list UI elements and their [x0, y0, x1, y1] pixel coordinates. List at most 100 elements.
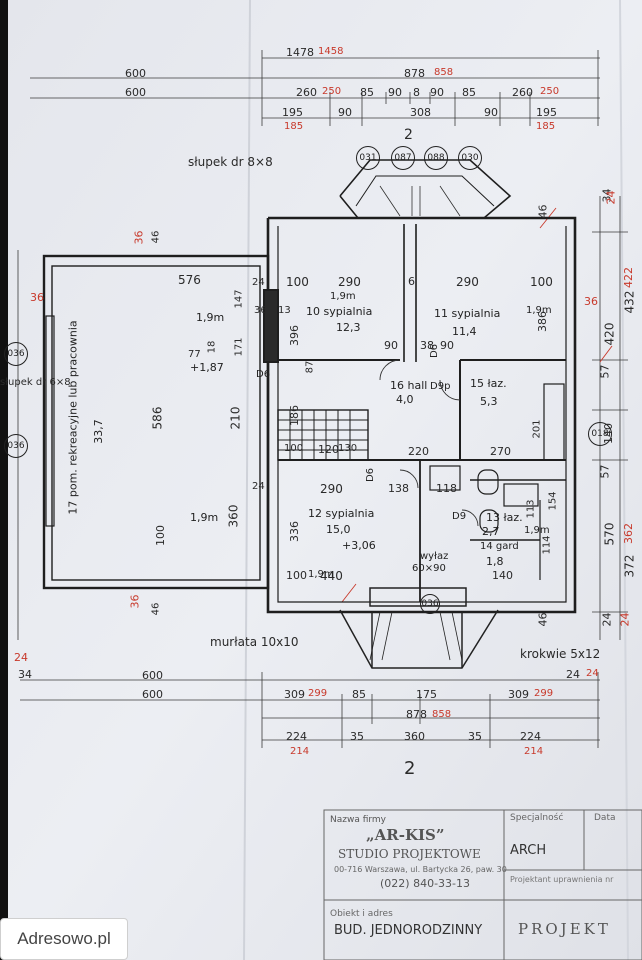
dim-858-top-red: 858: [434, 67, 454, 78]
tb-projekt: PROJEKT: [518, 920, 611, 938]
tb-studio: STUDIO PROJEKTOWE: [338, 847, 481, 861]
dim-bottom-309-right: 309: [508, 688, 529, 701]
room-10-name: 10 sypialnia: [306, 305, 373, 318]
dim-154: 154: [547, 491, 559, 511]
tb-date-label: Data: [594, 813, 616, 823]
dim-396: 396: [288, 325, 301, 346]
dim-bottom-299-right-red: 299: [534, 688, 554, 699]
dim-118: 118: [436, 482, 457, 495]
dim-right-140: 140: [602, 423, 615, 444]
dim-right-46: 46: [536, 204, 550, 219]
room-16-area: 4,0: [396, 393, 414, 406]
dim-600-a: 600: [125, 67, 146, 80]
level-label-2: +3,06: [342, 539, 376, 552]
dim-90-hall-right: 90: [440, 339, 454, 352]
dim-24-mid: 24: [252, 481, 265, 492]
dim-130: 130: [338, 443, 358, 454]
dim-bottom-214-right-red: 214: [524, 746, 544, 757]
dim-440: 440: [320, 569, 343, 583]
dim-90-left: 90: [388, 86, 402, 99]
dim-right-46-b: 46: [536, 612, 550, 627]
dim-right-57-a: 57: [598, 364, 612, 379]
dim-46-bottom: 46: [150, 602, 162, 616]
murlata-label: murłata 10x10: [210, 635, 299, 649]
tb-address: 00-716 Warszawa, ul. Bartycka 26, paw. 3…: [334, 865, 507, 874]
dim-114: 114: [541, 535, 553, 555]
height-label-6: 1,9m: [524, 525, 550, 536]
dim-13: 13: [278, 305, 291, 316]
level-label-1: +1,87: [190, 361, 224, 374]
dim-right-432: 432: [622, 290, 637, 314]
dim-18: 18: [206, 340, 218, 354]
dim-100-left-bottom: 100: [154, 525, 167, 546]
marker-d6-c: D6: [429, 343, 441, 359]
dim-left-red-36-c: 36: [128, 594, 142, 609]
dim-147: 147: [233, 289, 245, 309]
title-block-grid: [323, 809, 642, 960]
dim-46-top: 46: [150, 230, 162, 244]
dim-878-top: 878: [404, 67, 425, 80]
marker-circle-031: 031: [356, 146, 380, 170]
room-11-area: 11,4: [452, 325, 477, 338]
dim-bottom-24-red: 24: [586, 668, 599, 679]
height-label-2: 1,9m: [330, 291, 356, 302]
dim-260-right: 260: [512, 86, 533, 99]
dim-bottom-224-right: 224: [520, 730, 541, 743]
dim-right-red-24-b: 24: [618, 612, 632, 627]
dim-bottom-214-left-red: 214: [290, 746, 310, 757]
dim-308: 308: [410, 106, 431, 119]
dim-bottom-85: 85: [352, 688, 366, 701]
dim-270: 270: [490, 445, 511, 458]
dim-100-top: 100: [286, 275, 309, 289]
dim-total-top: 1478: [286, 46, 314, 59]
dim-600-b: 600: [125, 86, 146, 99]
dim-bottom-600-a: 600: [142, 669, 163, 682]
wylaz-size: 60×90: [412, 563, 446, 574]
tb-firm-label: Nazwa firmy: [330, 815, 387, 825]
marker-d6-a: D6: [256, 369, 271, 380]
marker-d6-b: D6: [365, 467, 377, 483]
dim-100-top-right: 100: [530, 275, 553, 289]
dim-90-b-right: 90: [484, 106, 498, 119]
dim-bottom-878: 878: [406, 708, 427, 721]
site-watermark: Adresowo.pl: [0, 918, 128, 960]
marker-circle-036-c: 036: [420, 594, 440, 614]
dim-bottom-360: 360: [404, 730, 425, 743]
marker-circle-036-b: 036: [4, 434, 28, 458]
dim-bottom-35-right: 35: [468, 730, 482, 743]
room-11-name: 11 sypialnia: [434, 307, 501, 320]
dim-bottom-24: 24: [566, 668, 580, 681]
dim-171: 171: [233, 337, 245, 357]
dim-right-red-362: 362: [622, 523, 635, 544]
dim-bottom-309-left: 309: [284, 688, 305, 701]
tb-firm-name: „AR-KIS”: [366, 826, 445, 844]
dim-bottom-35-left: 35: [350, 730, 364, 743]
dim-290-top-right: 290: [456, 275, 479, 289]
dim-336: 336: [288, 521, 301, 542]
section-mark-top: 2: [404, 127, 413, 143]
dim-right-570: 570: [602, 522, 617, 546]
room-12-name: 12 sypialnia: [308, 507, 375, 520]
tb-object-value: BUD. JEDNORODZINNY: [334, 923, 483, 938]
dim-right-57-b: 57: [598, 464, 612, 479]
dim-185-left-red: 185: [284, 121, 304, 132]
dim-bottom-299-left-red: 299: [308, 688, 328, 699]
dim-120: 120: [318, 443, 339, 456]
dim-290-top-left: 290: [338, 275, 361, 289]
tb-object-label: Obiekt i adres: [330, 909, 393, 919]
marker-d9p: D9p: [430, 381, 451, 392]
dim-38: 38: [420, 339, 434, 352]
outer-walls: [42, 159, 577, 614]
dim-90-b-left: 90: [338, 106, 352, 119]
dim-201: 201: [531, 419, 543, 439]
tb-spec-value: ARCH: [510, 843, 547, 858]
hatching: [379, 185, 461, 217]
dim-100-bottom: 100: [286, 569, 307, 582]
dim-195-left: 195: [282, 106, 303, 119]
dim-left-red-36-b: 36: [132, 230, 146, 245]
section-mark-bottom: 2: [404, 758, 416, 779]
height-label-3: 1,9m: [526, 305, 552, 316]
dim-bottom-858-red: 858: [432, 709, 452, 720]
dim-total-top-red: 1458: [318, 46, 344, 57]
